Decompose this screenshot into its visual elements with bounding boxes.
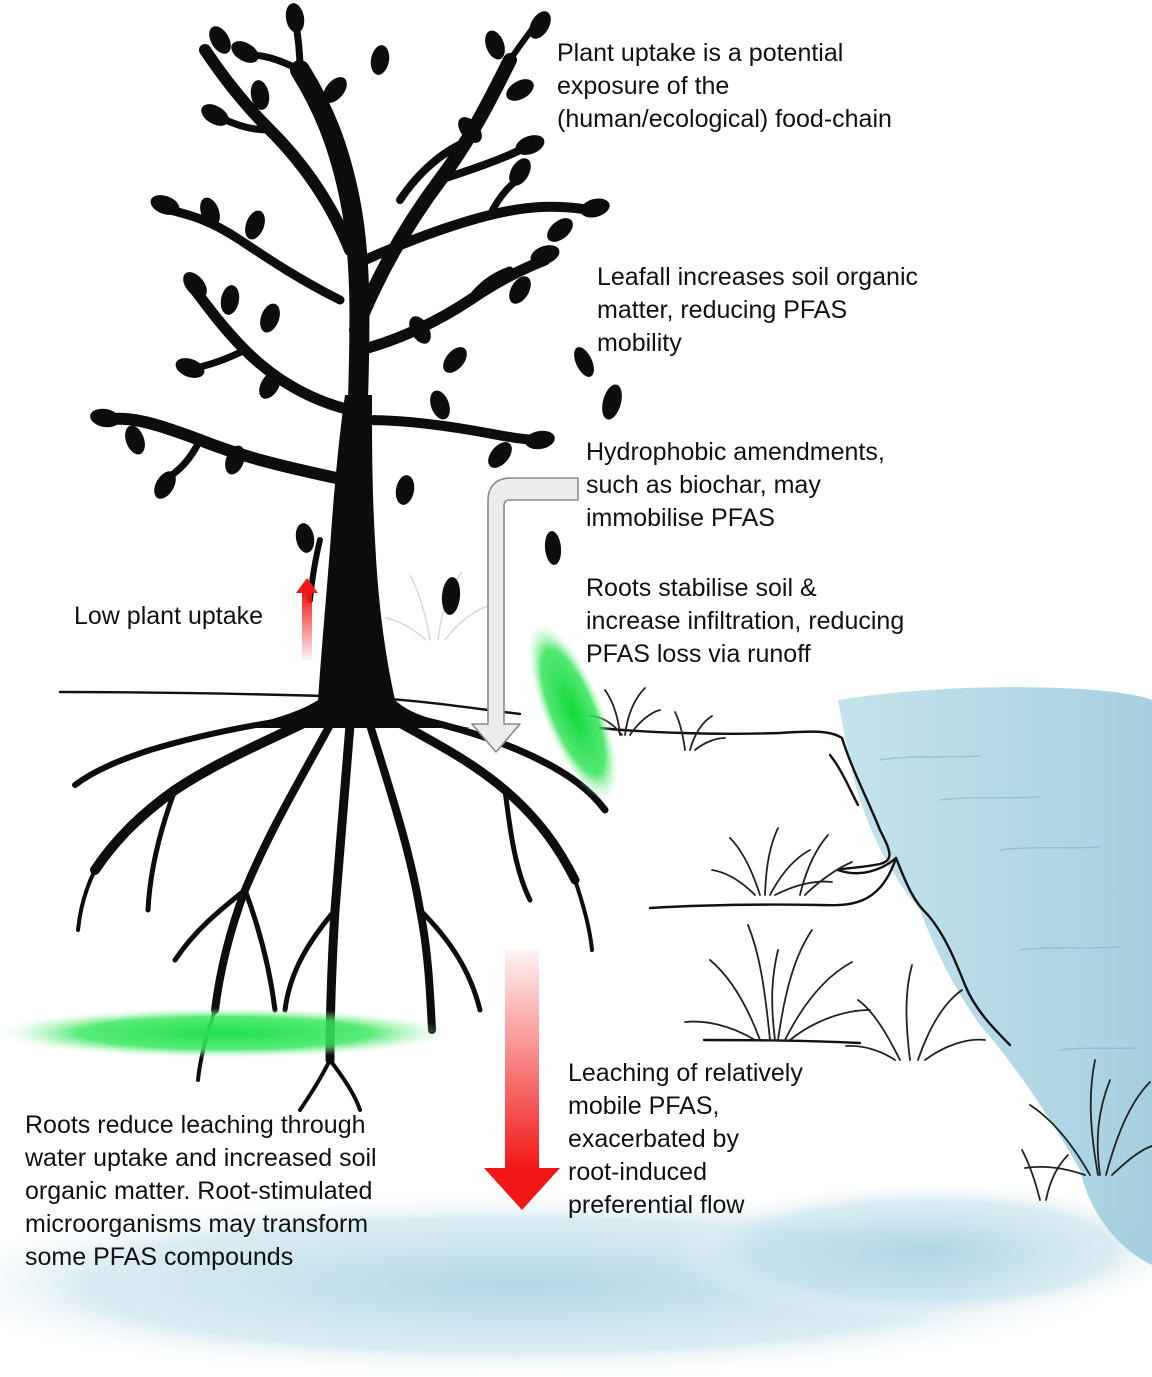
hydrophobic-amendments-label: Hydrophobic amendments, such as biochar,… [586, 436, 946, 535]
low-plant-uptake-label: Low plant uptake [74, 600, 304, 633]
faint-plant-icon [385, 572, 490, 640]
leafall-label: Leafall increases soil organic matter, r… [597, 261, 977, 360]
roots-reduce-leaching-label: Roots reduce leaching through water upta… [25, 1109, 455, 1274]
roots-stabilise-label: Roots stabilise soil & increase infiltra… [586, 572, 966, 671]
tree-icon [75, 2, 612, 1110]
down-arrow-icon [484, 950, 560, 1210]
leaching-label: Leaching of relatively mobile PFAS, exac… [568, 1057, 868, 1222]
root-zone-green-band [0, 1008, 450, 1058]
surface-water [838, 687, 1152, 1265]
plant-uptake-label: Plant uptake is a potential exposure of … [557, 37, 957, 136]
